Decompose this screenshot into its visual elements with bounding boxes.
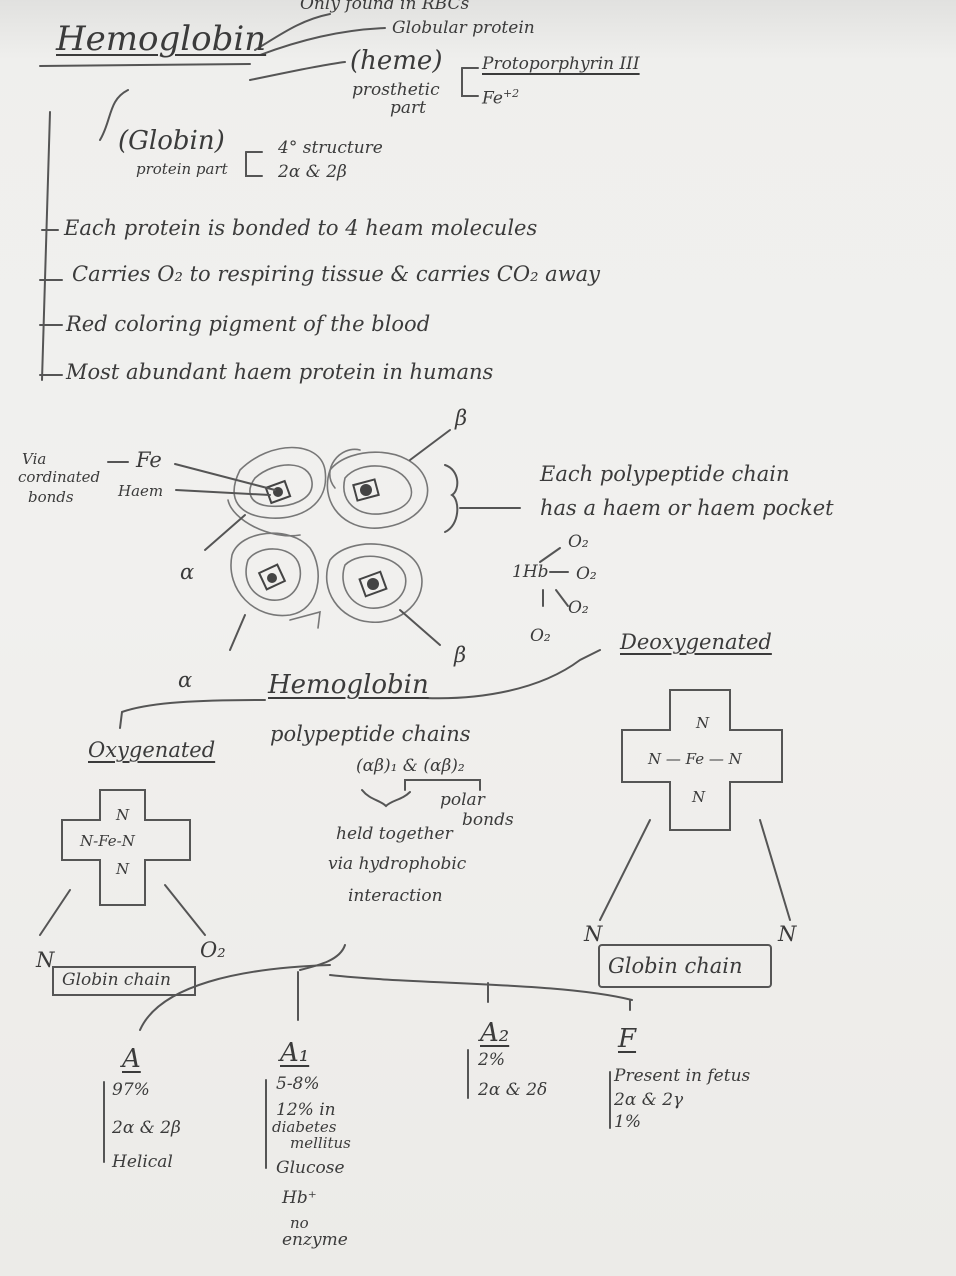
type-a-line-2: 2α & 2β (112, 1118, 181, 1138)
oxy-n-top: N (116, 806, 130, 824)
type-a1-line-7: no (290, 1214, 309, 1232)
oxy-fe-row: N-Fe-N (80, 832, 135, 850)
fe-label: Fe+2 (482, 88, 519, 108)
interaction-label: interaction (348, 886, 443, 906)
oxygenated-label: Oxygenated (88, 738, 216, 762)
deoxy-n-bottom: N (692, 788, 706, 806)
alpha-bottom-label: α (178, 668, 193, 692)
type-a1-line-6: Hb⁺ (282, 1188, 317, 1208)
oxy-o2-label: O₂ (200, 938, 226, 962)
fact-4: Most abundant haem protein in humans (66, 360, 494, 384)
oxy-n-bottom: N (116, 860, 130, 878)
deoxy-n-right: N (778, 922, 797, 946)
via-hydrophobic-label: via hydrophobic (328, 854, 467, 874)
fe-text: Fe (482, 88, 503, 109)
held-together-label: held together (336, 824, 453, 844)
beta-bottom-label: β (454, 643, 467, 667)
polypeptide-line-1: Each polypeptide chain (540, 462, 790, 486)
type-f-name: F (618, 1024, 637, 1054)
o2-label-4: O₂ (530, 626, 551, 646)
part-label: part (390, 98, 426, 118)
polypeptide-chains: polypeptide chains (270, 722, 471, 746)
polypeptide-line-2: has a haem or haem pocket (540, 496, 834, 520)
type-a-line-3: Helical (112, 1152, 173, 1172)
via-label: Via (22, 450, 47, 468)
only-found-note: Only found in RBCs (300, 0, 470, 14)
fact-3: Red coloring pigment of the blood (66, 312, 431, 336)
oxy-globin-chain-box (52, 966, 196, 996)
globular-note: Globular protein (392, 18, 535, 38)
type-f-line-1: Present in fetus (614, 1066, 751, 1086)
deoxygenated-label: Deoxygenated (620, 630, 772, 654)
middle-hemoglobin: Hemoglobin (268, 670, 429, 700)
oxy-n-chain: N (36, 948, 55, 972)
quaternary-label: 4° structure (278, 138, 383, 158)
chains-label: 2α & 2β (278, 162, 347, 182)
alpha-left-label: α (180, 560, 195, 584)
type-a2-line-1: 2% (478, 1050, 505, 1070)
prosthetic-label: prosthetic (352, 80, 440, 100)
deoxy-n-left: N (584, 922, 603, 946)
protein-part-label: protein part (136, 160, 228, 178)
page-shadow (0, 0, 956, 60)
protoporphyrin-label: Protoporphyrin III (482, 54, 640, 74)
type-a1-line-5: Glucose (276, 1158, 345, 1178)
title-hemoglobin: Hemoglobin (56, 19, 267, 59)
type-a2-name: A₂ (480, 1018, 510, 1048)
fe-charge: +2 (502, 87, 520, 100)
type-a1-name: A₁ (280, 1038, 310, 1068)
fact-1: Each protein is bonded to 4 heam molecul… (64, 216, 538, 240)
beta-top-label: β (455, 406, 468, 430)
type-a1-line-3: diabetes (272, 1118, 337, 1136)
o2-label-1: O₂ (568, 532, 589, 552)
fact-2: Carries O₂ to respiring tissue & carries… (72, 262, 601, 286)
polar-label: polar (440, 790, 485, 810)
deoxy-n-top: N (696, 714, 710, 732)
haem-diagram-label: Haem (118, 482, 164, 500)
bonds-label: bonds (28, 488, 74, 506)
type-a2-line-2: 2α & 2δ (478, 1080, 548, 1100)
deoxy-globin-chain: Globin chain (608, 954, 743, 978)
type-a1-line-2: 12% in (276, 1100, 336, 1120)
type-a-name: A (122, 1044, 141, 1074)
cordinated-label: cordinated (18, 468, 101, 486)
hb-label: 1Hb (512, 562, 549, 582)
type-f-line-3: 1% (614, 1112, 641, 1132)
heme-label: (heme) (350, 46, 443, 76)
polar-bonds-label: bonds (462, 810, 514, 830)
type-a1-line-1: 5-8% (276, 1074, 320, 1094)
o2-label-2: O₂ (576, 564, 597, 584)
o2-label-3: O₂ (568, 598, 589, 618)
globin-label: (Globin) (118, 126, 225, 156)
oxy-globin-chain: Globin chain (62, 970, 171, 990)
type-a1-line-8: enzyme (282, 1230, 348, 1250)
type-a-line-1: 97% (112, 1080, 150, 1100)
deoxy-fe-row: N — Fe — N (648, 750, 742, 768)
fe-diagram-label: Fe (136, 448, 162, 472)
chain-formula: (αβ)₁ & (αβ)₂ (356, 756, 465, 776)
deoxy-globin-chain-box (598, 944, 772, 988)
type-a1-line-4: mellitus (290, 1134, 351, 1152)
type-f-line-2: 2α & 2γ (614, 1090, 684, 1110)
